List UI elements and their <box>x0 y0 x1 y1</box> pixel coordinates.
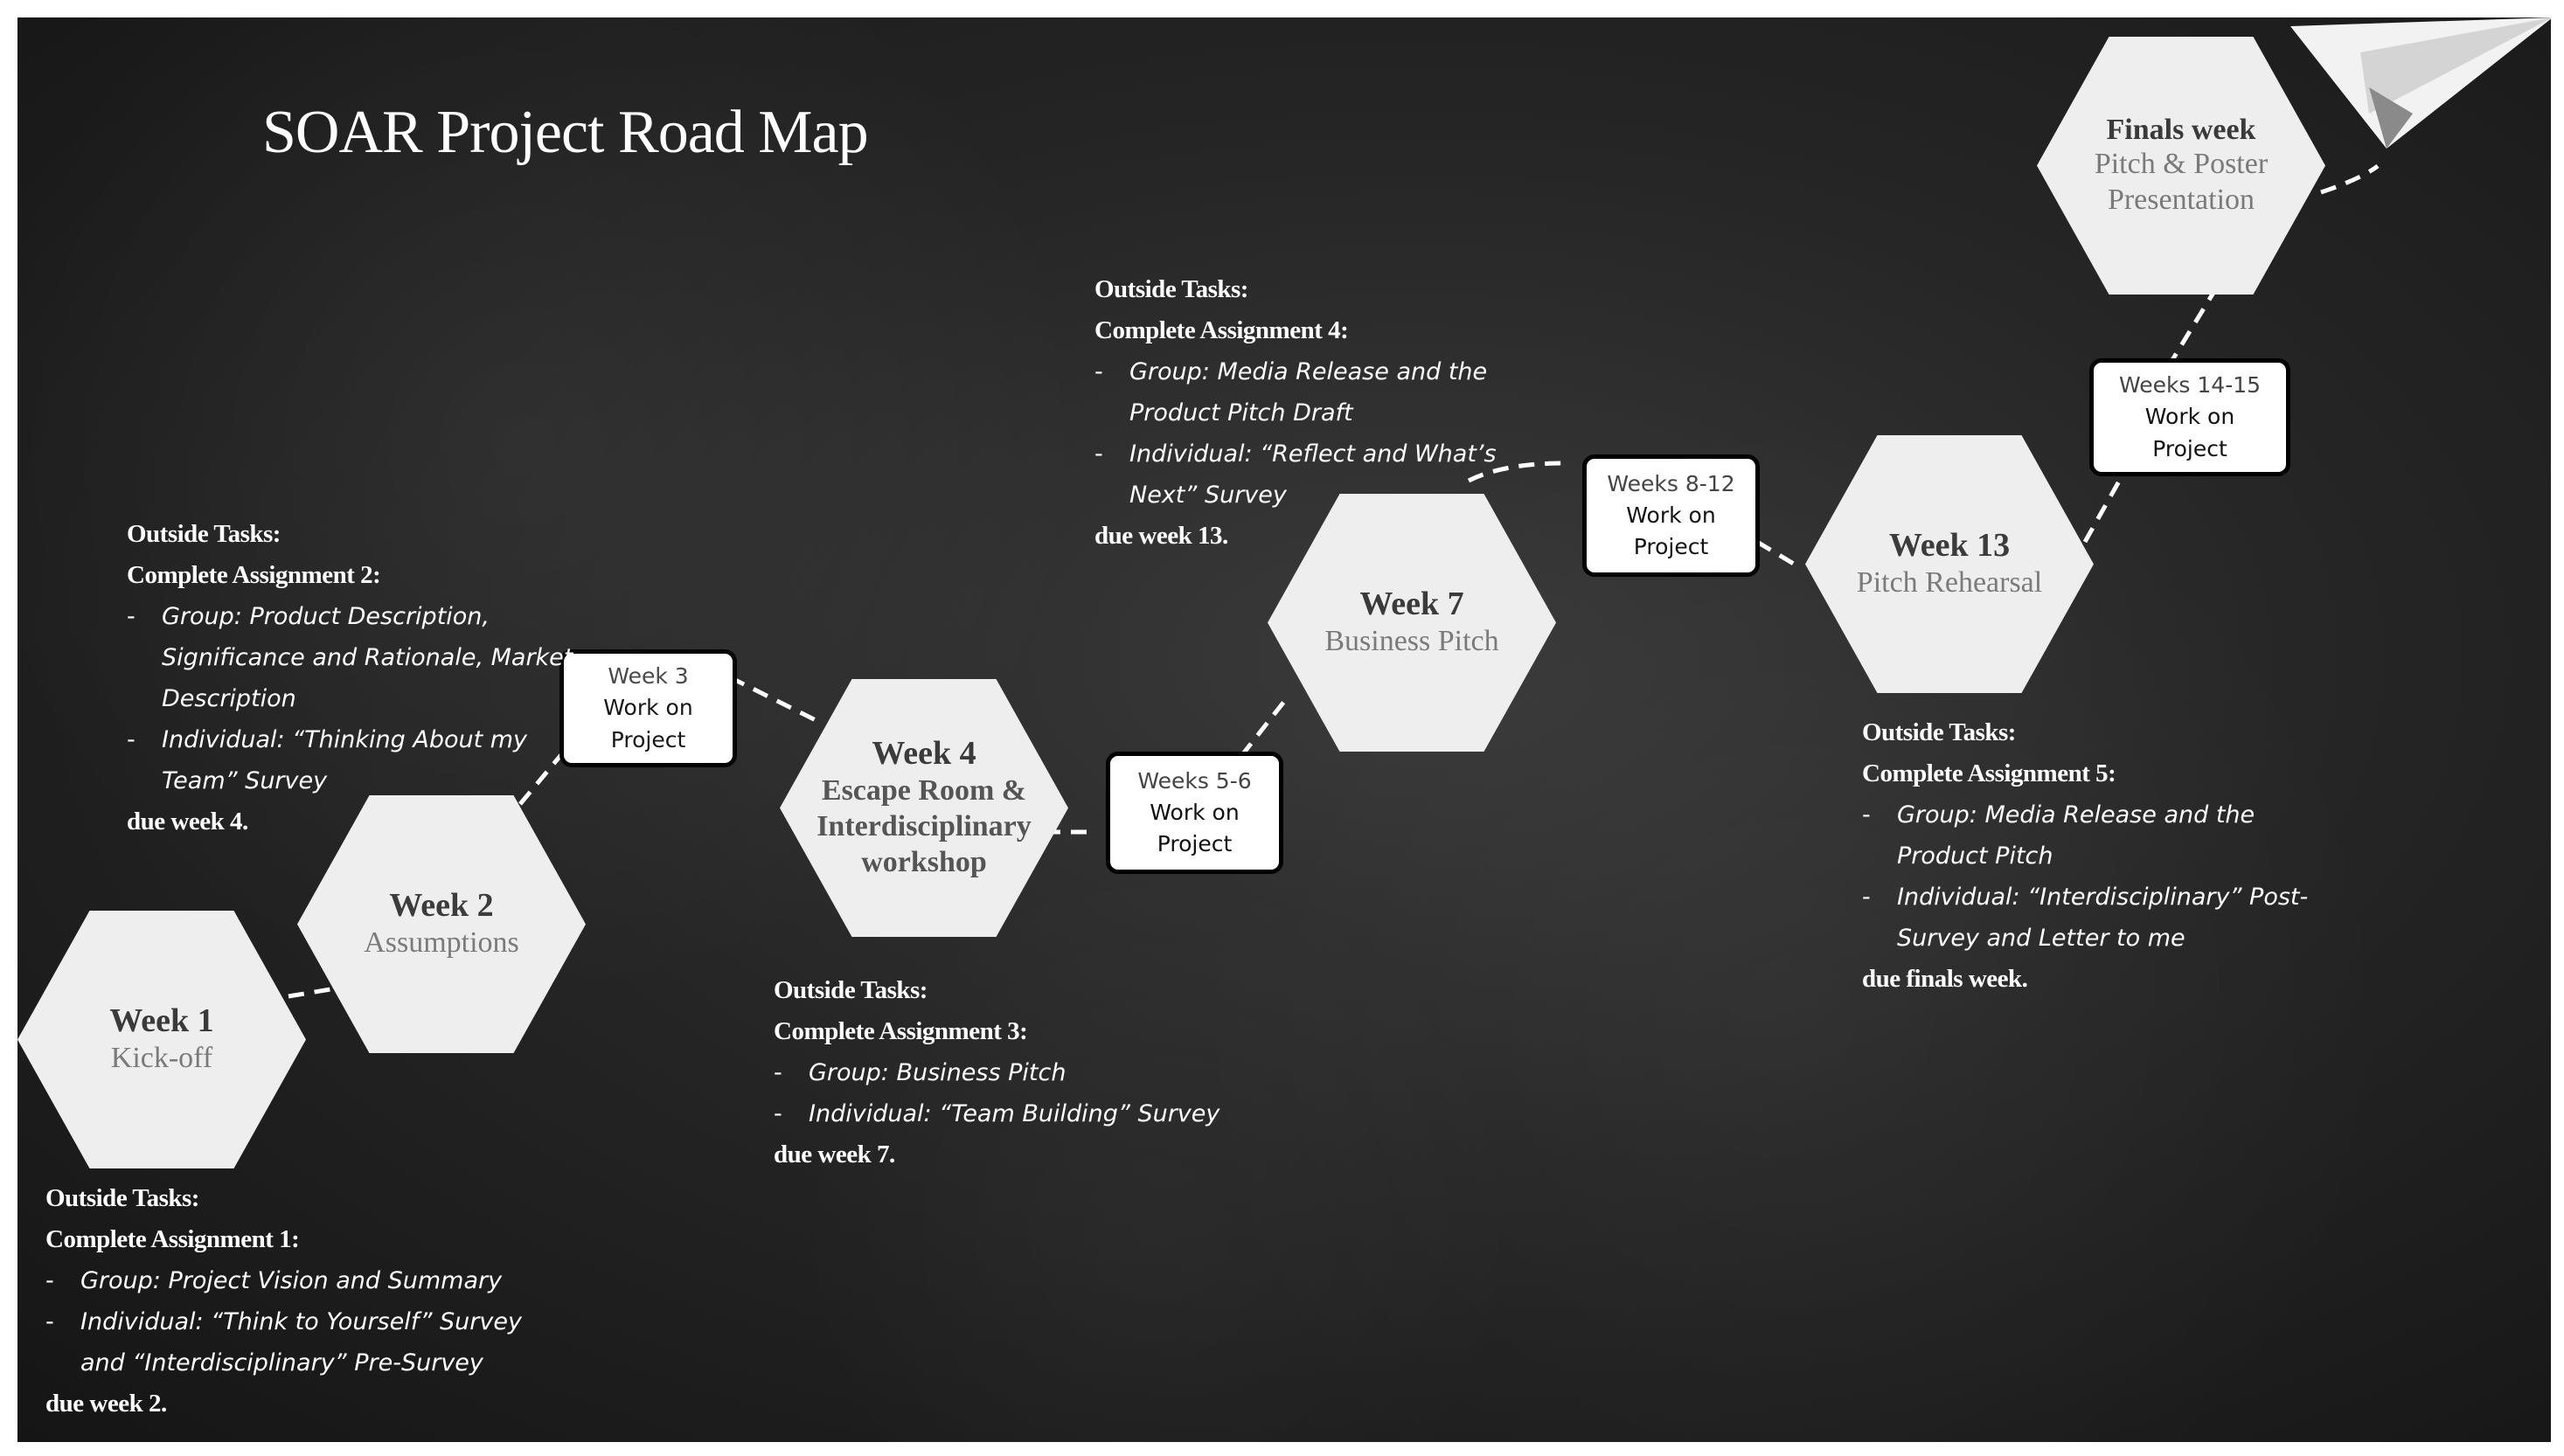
tasks-label: Outside Tasks: <box>45 1184 199 1212</box>
milestone-title: Finals week <box>2106 114 2256 147</box>
due-date: due week 7. <box>774 1141 895 1168</box>
work-period-label: Work on Project <box>1626 502 1716 560</box>
task-item: Group: Media Release and the Product Pit… <box>1094 351 1532 433</box>
milestone-title: Week 4 <box>872 735 976 773</box>
due-date: due week 2. <box>45 1390 167 1418</box>
milestone-title: Week 2 <box>389 887 494 925</box>
assignment-title: Complete Assignment 2: <box>127 561 381 589</box>
tasks-assignment-1: Outside Tasks: Complete Assignment 1: Gr… <box>45 1178 570 1425</box>
paper-plane-icon <box>2290 17 2551 149</box>
assignment-title: Complete Assignment 3: <box>774 1017 1028 1045</box>
tasks-assignment-4: Outside Tasks: Complete Assignment 4: Gr… <box>1094 269 1532 557</box>
work-period-weeks: Weeks 8-12 <box>1607 470 1735 496</box>
path-segment <box>2165 287 2219 369</box>
work-period-weeks-14-15: Weeks 14-15 Work on Project <box>2089 358 2290 476</box>
tasks-assignment-2: Outside Tasks: Complete Assignment 2: Gr… <box>127 514 581 842</box>
work-period-label: Work on Project <box>603 695 693 752</box>
work-period-weeks-8-12: Weeks 8-12 Work on Project <box>1582 454 1760 577</box>
task-item: Individual: “Think to Yourself” Survey a… <box>45 1301 570 1383</box>
assignment-title: Complete Assignment 5: <box>1862 759 2116 787</box>
task-item: Group: Project Vision and Summary <box>45 1260 570 1301</box>
work-period-weeks-5-6: Weeks 5-6 Work on Project <box>1106 752 1283 874</box>
path-segment <box>1240 693 1291 758</box>
path-segment <box>728 675 819 724</box>
assignment-title: Complete Assignment 4: <box>1094 316 1349 344</box>
path-segment <box>2082 470 2127 544</box>
work-period-label: Work on Project <box>2144 404 2235 461</box>
milestone-subtitle: Escape Room & Interdisciplinary workshop <box>816 774 1032 878</box>
work-period-weeks: Weeks 5-6 <box>1137 767 1252 794</box>
tasks-label: Outside Tasks: <box>127 520 281 548</box>
work-period-weeks: Week 3 <box>608 663 689 690</box>
task-item: Group: Business Pitch <box>774 1052 1298 1093</box>
tasks-label: Outside Tasks: <box>1094 275 1248 303</box>
tasks-label: Outside Tasks: <box>774 976 928 1004</box>
assignment-title: Complete Assignment 1: <box>45 1225 300 1253</box>
due-date: due week 4. <box>127 808 248 835</box>
task-item: Individual: “Reflect and What’s Next” Su… <box>1094 433 1497 516</box>
work-period-weeks: Weeks 14-15 <box>2118 372 2262 399</box>
task-item: Individual: “Thinking About my Team” Sur… <box>127 719 546 801</box>
milestone-week-4: Week 4 Escape Room & Interdisciplinary w… <box>780 679 1068 937</box>
milestone-week-7: Week 7 Business Pitch <box>1268 494 1556 752</box>
path-segment <box>2320 163 2380 195</box>
milestone-subtitle: Assumptions <box>364 926 519 959</box>
tasks-assignment-5: Outside Tasks: Complete Assignment 5: Gr… <box>1862 712 2334 1000</box>
milestone-subtitle: Kick-off <box>110 1041 213 1074</box>
milestone-week-13: Week 13 Pitch Rehearsal <box>1805 435 2094 693</box>
tasks-label: Outside Tasks: <box>1862 718 2016 746</box>
milestone-subtitle: Pitch Rehearsal <box>1856 565 2043 599</box>
milestone-title: Week 1 <box>109 1002 214 1040</box>
due-date: due week 13. <box>1094 522 1228 550</box>
milestone-subtitle: Pitch & Poster Presentation <box>2094 148 2269 217</box>
milestone-title: Week 7 <box>1359 586 1464 623</box>
task-item: Group: Product Description, Significance… <box>127 596 581 719</box>
task-item: Individual: “Interdisciplinary” Post-Sur… <box>1862 877 2334 959</box>
tasks-assignment-3: Outside Tasks: Complete Assignment 3: Gr… <box>774 970 1298 1175</box>
task-item: Group: Media Release and the Product Pit… <box>1862 794 2282 877</box>
page-title: SOAR Project Road Map <box>262 99 869 166</box>
due-date: due finals week. <box>1862 965 2028 993</box>
chalkboard-background: SOAR Project Road Map Week 1 Kick-off We… <box>17 17 2551 1442</box>
task-item: Individual: “Team Building” Survey <box>774 1093 1298 1134</box>
path-segment <box>288 985 342 999</box>
work-period-label: Work on Project <box>1150 799 1240 857</box>
milestone-title: Week 13 <box>1888 527 2011 565</box>
work-period-week-3: Week 3 Work on Project <box>559 649 737 767</box>
path-segment <box>1755 539 1803 571</box>
milestone-subtitle: Business Pitch <box>1324 624 1499 657</box>
